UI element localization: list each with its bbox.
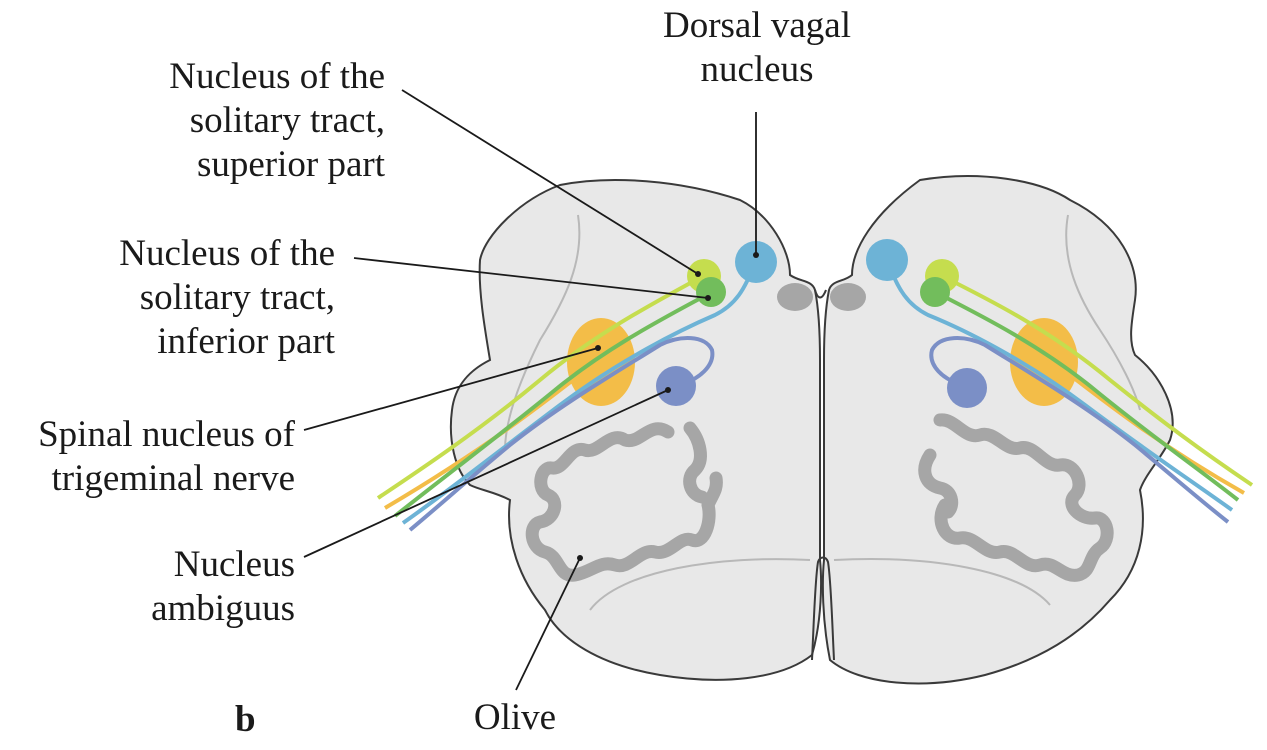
label-nts-superior-line3: superior part [110, 143, 385, 187]
label-olive-text: Olive [440, 696, 590, 740]
label-nts-inferior: Nucleus of the solitary tract, inferior … [60, 232, 335, 364]
label-nts-inferior-line2: solitary tract, [60, 276, 335, 320]
label-nts-inferior-line3: inferior part [60, 320, 335, 364]
nucleus-ambiguus-right [947, 368, 987, 408]
label-nts-superior: Nucleus of the solitary tract, superior … [110, 55, 385, 187]
label-spinal-trigeminal-line2: trigeminal nerve [10, 457, 295, 501]
nucleus-ambiguus-left [656, 366, 696, 406]
label-ambiguus-line1: Nucleus [60, 543, 295, 587]
label-nts-superior-line2: solitary tract, [110, 99, 385, 143]
dorsal-gray-nucleus-left [777, 283, 813, 311]
panel-letter: b [235, 698, 256, 742]
dorsal-gray-nucleus-right [830, 283, 866, 311]
nts-inferior-right [920, 277, 950, 307]
label-dorsal-vagal-line2: nucleus [652, 48, 862, 92]
label-spinal-trigeminal-line1: Spinal nucleus of [10, 413, 295, 457]
label-nts-superior-line1: Nucleus of the [110, 55, 385, 99]
label-dorsal-vagal-line1: Dorsal vagal [652, 4, 862, 48]
label-nucleus-ambiguus: Nucleus ambiguus [60, 543, 295, 631]
panel-letter-text: b [235, 698, 256, 742]
label-dorsal-vagal-nucleus: Dorsal vagal nucleus [652, 4, 862, 92]
label-olive: Olive [440, 696, 590, 740]
label-nts-inferior-line1: Nucleus of the [60, 232, 335, 276]
label-ambiguus-line2: ambiguus [60, 587, 295, 631]
nts-inferior-left [696, 277, 726, 307]
dorsal-vagal-nucleus-right [866, 239, 908, 281]
label-spinal-trigeminal: Spinal nucleus of trigeminal nerve [10, 413, 295, 501]
